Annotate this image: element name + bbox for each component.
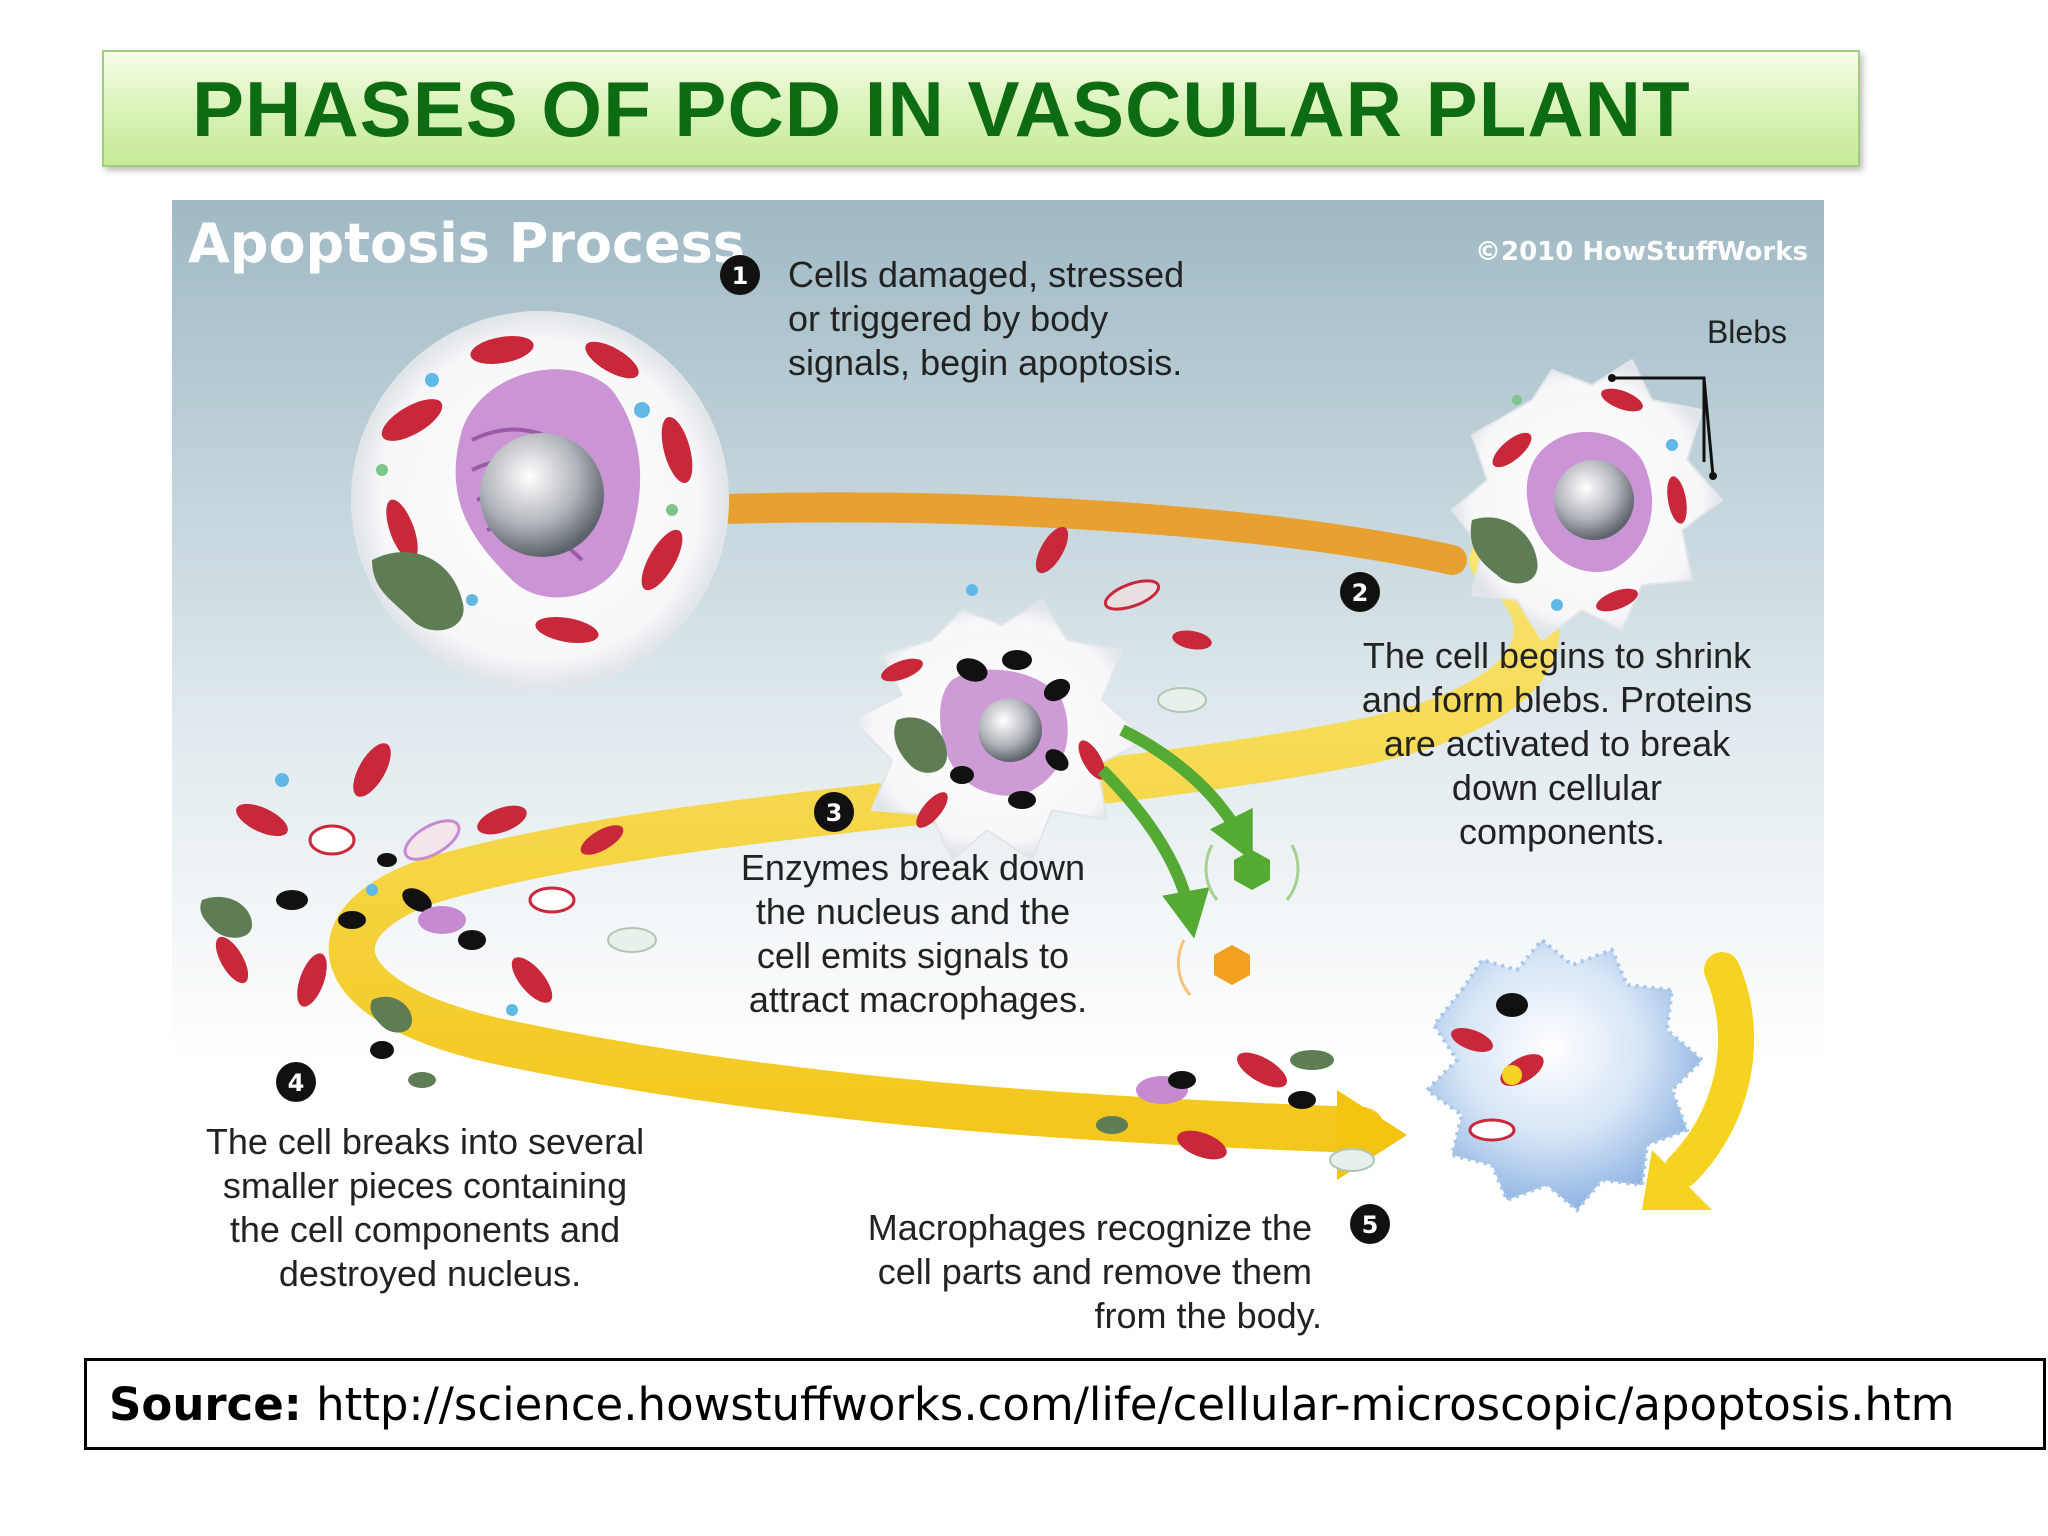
svg-text:The cell breaks into several: The cell breaks into several smaller pie… xyxy=(206,1121,654,1294)
apoptosis-diagram: Apoptosis Process ©2010 HowStuffWorks xyxy=(172,200,1824,1350)
shrinking-cell xyxy=(1450,358,1724,642)
step-2-line-1: The cell begins to shrink xyxy=(1363,635,1752,676)
healthy-cell xyxy=(351,311,729,689)
step-2: 2 The cell begins to shrink and form ble… xyxy=(1340,572,1762,852)
step-3-number: 3 xyxy=(826,799,843,827)
orange-path xyxy=(677,492,1467,575)
step-2-line-3: are activated to break xyxy=(1384,723,1731,764)
macrophage xyxy=(1423,937,1705,1213)
step-5-line-1: Macrophages recognize the xyxy=(868,1207,1312,1248)
step-1: 1 Cells damaged, stressed or triggered b… xyxy=(720,254,1194,383)
step-3-line-2: the nucleus and the xyxy=(756,891,1070,932)
step-3-line-1: Enzymes break down xyxy=(741,847,1085,888)
step-4-number: 4 xyxy=(288,1069,305,1097)
step-4-badge xyxy=(276,1062,316,1102)
signal-arrow-green xyxy=(1119,724,1253,862)
source-label: Source: xyxy=(109,1378,302,1431)
step-1-line-3: signals, begin apoptosis. xyxy=(788,342,1182,383)
blebs-pointer: Blebs xyxy=(1608,314,1787,480)
signal-molecule-orange xyxy=(1214,945,1250,985)
step-5-number: 5 xyxy=(1362,1211,1379,1239)
step-5-line-2: cell parts and remove them xyxy=(878,1251,1312,1292)
apoptosis-diagram-svg: Apoptosis Process ©2010 HowStuffWorks xyxy=(172,200,1824,1350)
step-3-badge xyxy=(814,792,854,832)
signal-molecule-green xyxy=(1234,850,1270,890)
fragmenting-cell xyxy=(850,526,1212,862)
step-2-number: 2 xyxy=(1352,579,1369,607)
step-5-line-3: from the body. xyxy=(1095,1295,1322,1336)
step-3: 3 Enzymes break down the nucleus and the… xyxy=(741,792,1095,1020)
step-3-line-3: cell emits signals to xyxy=(757,935,1069,976)
cell-fragments xyxy=(200,743,657,1088)
diagram-heading: Apoptosis Process xyxy=(188,212,745,275)
page-title: PHASES OF PCD IN VASCULAR PLANT xyxy=(192,65,1691,153)
step-2-badge xyxy=(1340,572,1380,612)
step-5: 5 Macrophages recognize the cell parts a… xyxy=(868,1204,1390,1336)
step-2-line-2: and form blebs. Proteins xyxy=(1362,679,1752,720)
step-4-line-2: smaller pieces containing xyxy=(223,1165,627,1206)
step-4-line-1: The cell breaks into several xyxy=(206,1121,644,1162)
step-1-number: 1 xyxy=(732,262,749,290)
step-3-line-4: attract macrophages. xyxy=(749,979,1087,1020)
step-5-badge xyxy=(1350,1204,1390,1244)
title-banner: PHASES OF PCD IN VASCULAR PLANT xyxy=(102,50,1860,167)
step-4-line-3: the cell components and xyxy=(230,1209,620,1250)
signal-arrow-orange xyxy=(1097,765,1210,939)
step-1-line-1: Cells damaged, stressed xyxy=(788,254,1184,295)
signal-arrows xyxy=(1097,724,1300,996)
step-2-line-4: down cellular xyxy=(1452,767,1662,808)
step-4: 4 The cell breaks into several smaller p… xyxy=(206,1062,654,1294)
blebs-label: Blebs xyxy=(1707,314,1787,350)
step-1-line-2: or triggered by body xyxy=(788,298,1108,339)
svg-text:The cell begins to shrink: The cell begins to shrink and form blebs… xyxy=(1362,635,1762,852)
travelling-fragments xyxy=(1096,1050,1375,1172)
step-1-badge xyxy=(720,255,760,295)
svg-text:Cells damaged, stressed: Cells damaged, stressed or triggered by … xyxy=(788,254,1194,383)
source-text: Source: http://science.howstuffworks.com… xyxy=(109,1377,1954,1433)
copyright-label: ©2010 HowStuffWorks xyxy=(1475,237,1808,267)
step-4-line-4: destroyed nucleus. xyxy=(279,1253,581,1294)
svg-text:Macrophages recognize the: Macrophages recognize the cell parts and… xyxy=(868,1207,1322,1336)
source-citation: Source: http://science.howstuffworks.com… xyxy=(84,1358,2046,1450)
svg-text:Enzymes break down the: Enzymes break down the nucleus and the c… xyxy=(741,847,1095,1020)
source-url: http://science.howstuffworks.com/life/ce… xyxy=(316,1378,1955,1431)
step-2-line-5: components. xyxy=(1459,811,1665,852)
